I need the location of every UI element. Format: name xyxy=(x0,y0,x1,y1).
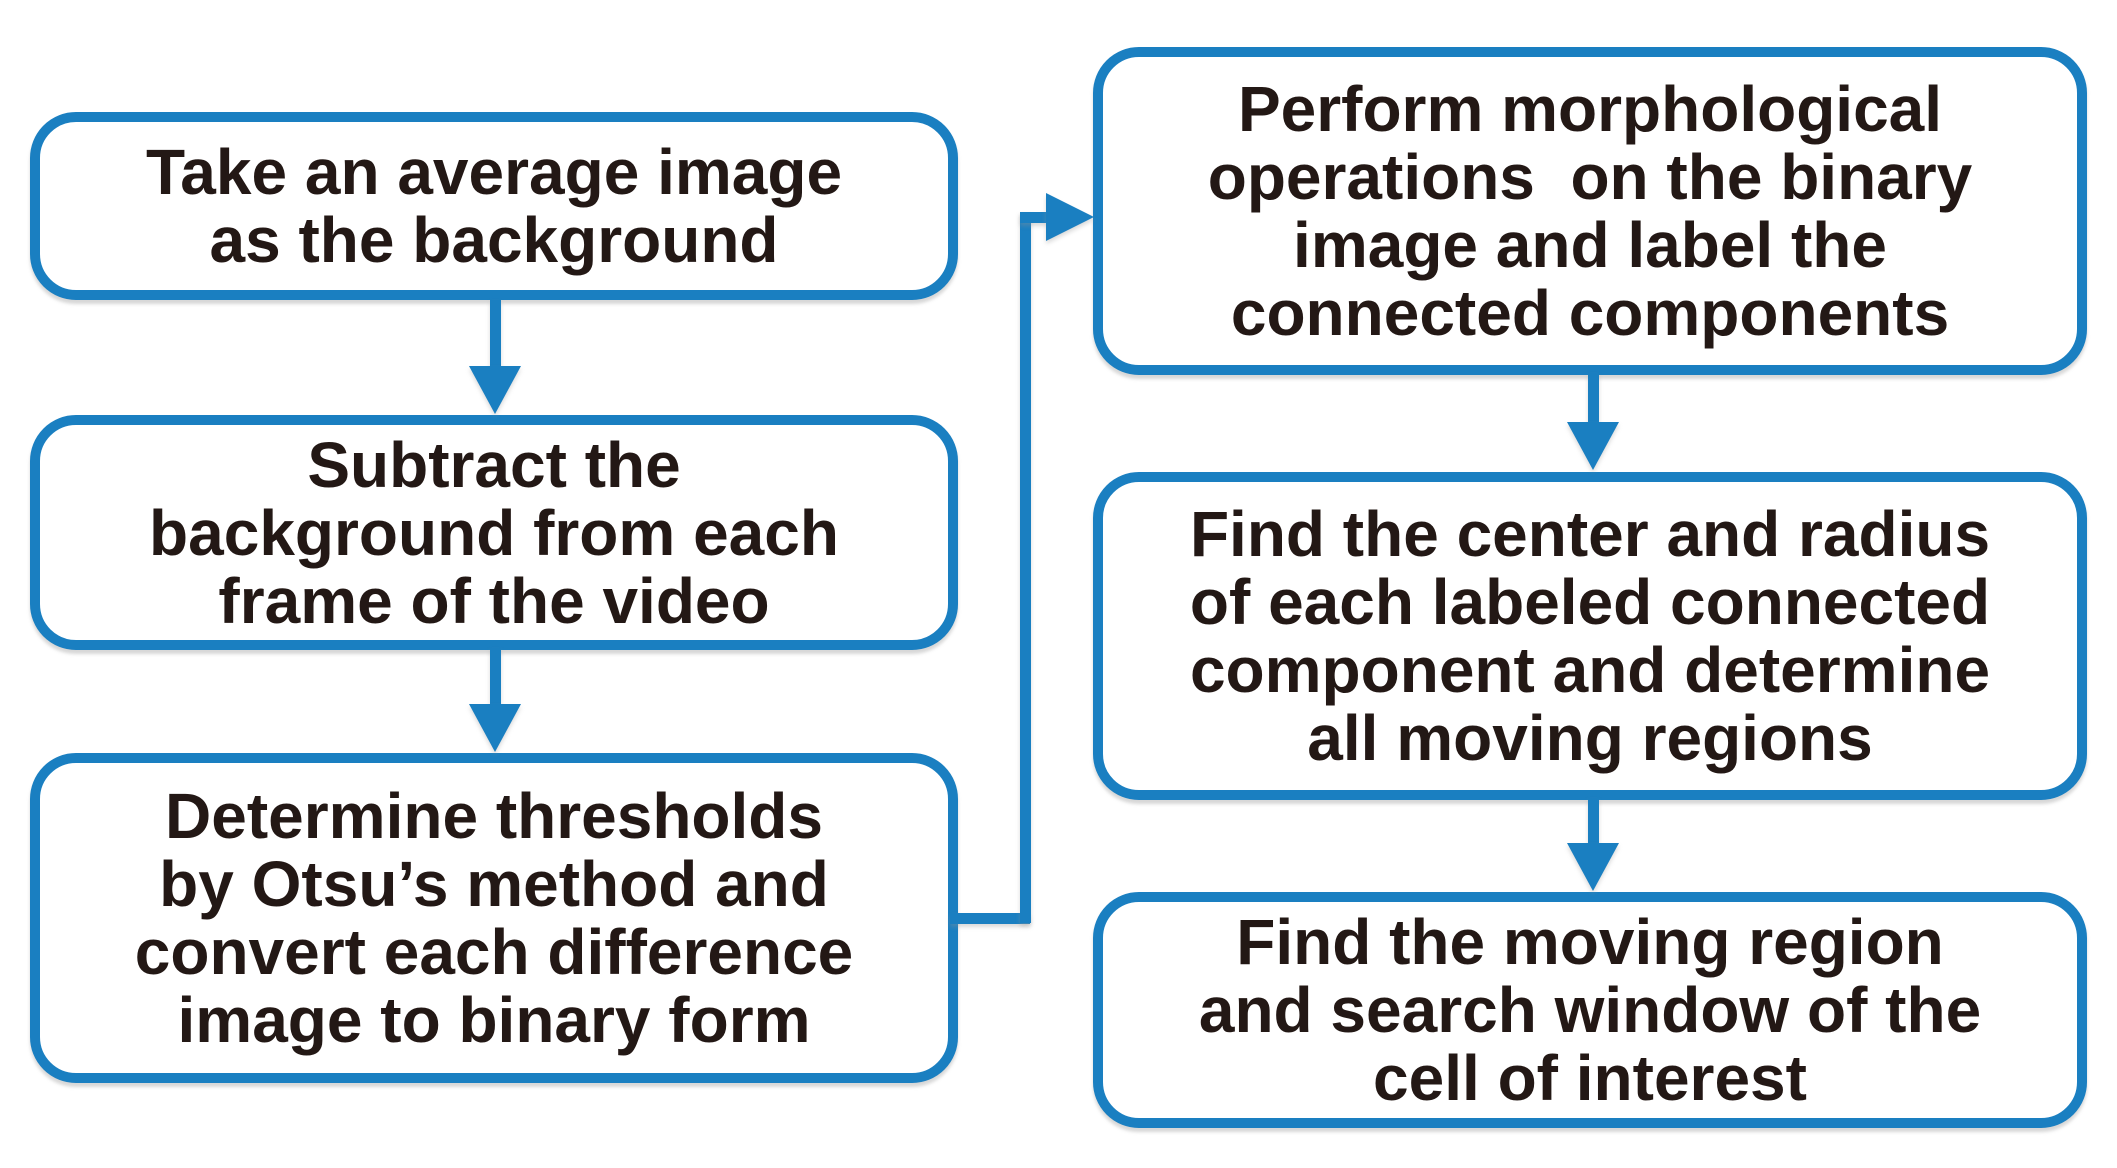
arrow-down-icon xyxy=(1567,422,1619,470)
arrow-step5-step6-shaft xyxy=(1588,798,1599,844)
arrow-down-icon xyxy=(1567,843,1619,891)
arrow-step4-step5-shaft xyxy=(1588,373,1599,423)
flow-step-morphological-operations: Perform morphological operations on the … xyxy=(1093,47,2087,375)
arrow-down-icon xyxy=(469,366,521,414)
flow-step-find-center-radius: Find the center and radius of each label… xyxy=(1093,472,2087,800)
arrow-right-icon xyxy=(1046,193,1094,241)
arrow-step1-step2-shaft xyxy=(490,300,501,368)
flow-step-find-moving-region: Find the moving region and search window… xyxy=(1093,892,2087,1128)
connector-step3-step4-bottom-segment xyxy=(950,913,1030,924)
flow-step-determine-thresholds: Determine thresholds by Otsu’s method an… xyxy=(30,753,958,1083)
flow-step-take-average-image: Take an average image as the background xyxy=(30,112,958,300)
flow-step-subtract-background: Subtract the background from each frame … xyxy=(30,415,958,650)
connector-step3-step4-top-segment xyxy=(1020,212,1048,223)
arrow-step2-step3-shaft xyxy=(490,648,501,706)
connector-step3-step4-vertical-segment xyxy=(1020,212,1031,923)
arrow-down-icon xyxy=(469,704,521,752)
